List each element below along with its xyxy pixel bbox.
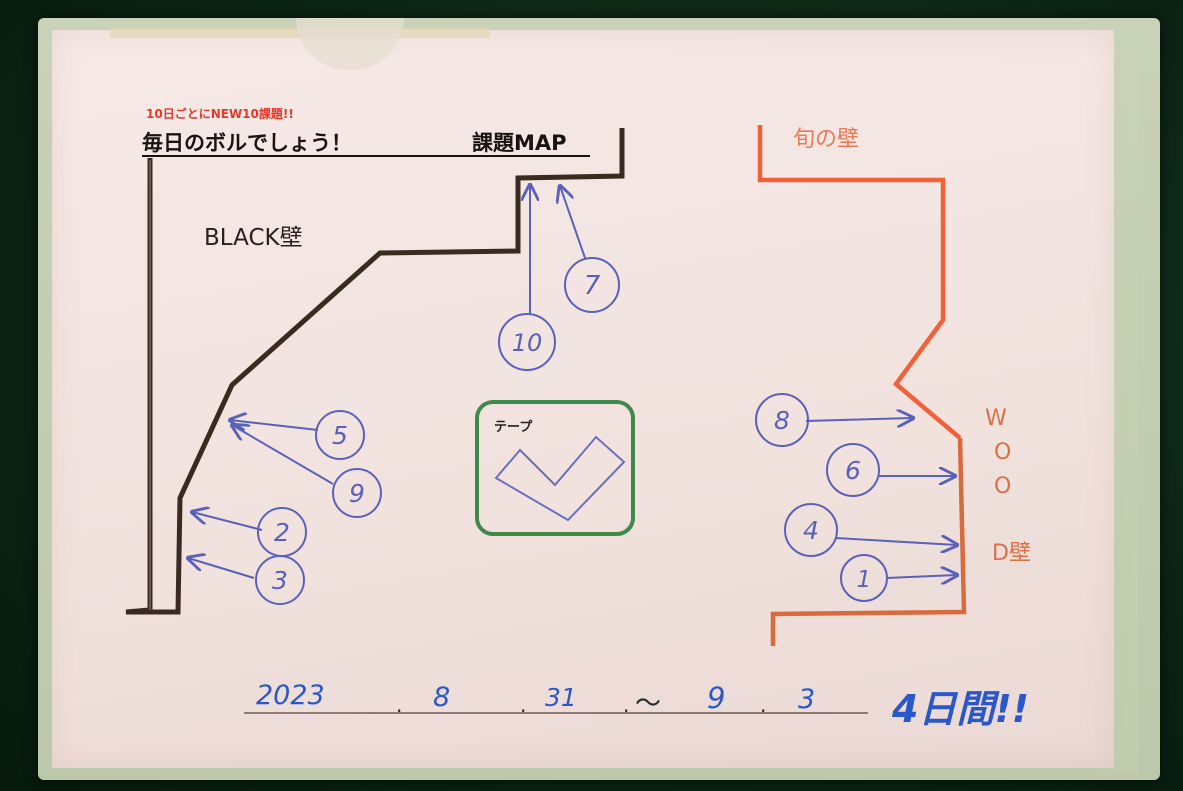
tape-label: テープ xyxy=(494,420,533,435)
arrow-1 xyxy=(886,575,957,578)
date-start-day: 31 xyxy=(545,683,577,712)
date-start-month: 8 xyxy=(433,682,450,713)
black-wall-label: BLACK壁 xyxy=(204,225,303,251)
problem-number-9: 9 xyxy=(349,479,365,508)
problem-circle-1: 1 xyxy=(840,554,888,602)
problem-circle-9: 9 xyxy=(332,468,382,518)
problem-circle-10: 10 xyxy=(498,313,556,371)
problem-number-10: 10 xyxy=(512,329,543,357)
problem-number-8: 8 xyxy=(774,406,790,435)
tape-check-mark xyxy=(494,435,626,522)
date-count-note: 4日間!! xyxy=(891,687,1029,731)
arrow-7 xyxy=(560,186,586,259)
problem-number-2: 2 xyxy=(274,518,290,547)
header-tagline: 10日ごとにNEW10課題!! xyxy=(146,106,294,121)
page-title: 毎日のボルでしょう！ xyxy=(142,131,352,155)
arrow-3 xyxy=(188,558,255,579)
problem-circle-4: 4 xyxy=(784,503,838,557)
date-dot-2: . xyxy=(520,693,526,717)
arrow-9 xyxy=(232,425,334,485)
problem-circle-5: 5 xyxy=(315,410,365,460)
date-tilde: 〜 xyxy=(635,689,661,719)
black-wall-outline xyxy=(125,128,625,615)
problem-number-6: 6 xyxy=(845,456,861,485)
arrow-2 xyxy=(192,512,263,531)
arrow-8 xyxy=(805,418,913,421)
wood-wall-outline xyxy=(770,437,967,646)
map-paper xyxy=(52,30,1114,768)
problem-circle-2: 2 xyxy=(257,507,307,557)
problem-circle-7: 7 xyxy=(564,257,620,313)
wood-letter-w: W xyxy=(985,406,1007,431)
date-dot-4: . xyxy=(760,693,766,717)
map-label: 課題MAP xyxy=(472,131,567,155)
date-year: 2023 xyxy=(256,680,325,711)
tape-box xyxy=(475,400,635,536)
date-end-day: 3 xyxy=(798,684,815,715)
problem-number-3: 3 xyxy=(272,566,288,595)
arrow-5 xyxy=(230,420,319,431)
date-dot-3: . xyxy=(623,693,629,717)
problem-number-7: 7 xyxy=(584,271,601,301)
problem-circle-3: 3 xyxy=(255,555,305,605)
date-end-month: 9 xyxy=(707,681,725,715)
wood-letter-d: D壁 xyxy=(992,541,1031,566)
arrow-4 xyxy=(835,538,957,545)
problem-circle-6: 6 xyxy=(826,443,880,497)
problem-circle-8: 8 xyxy=(755,393,809,447)
problem-number-1: 1 xyxy=(857,567,872,593)
wood-letter-o2: O xyxy=(994,474,1011,499)
shun-wall-label: 旬の壁 xyxy=(793,127,859,152)
problem-number-5: 5 xyxy=(332,421,348,450)
problem-number-4: 4 xyxy=(803,516,819,545)
date-dot-1: . xyxy=(396,693,402,717)
wood-letter-o1: O xyxy=(994,440,1011,465)
shun-wall-outline xyxy=(757,125,962,440)
